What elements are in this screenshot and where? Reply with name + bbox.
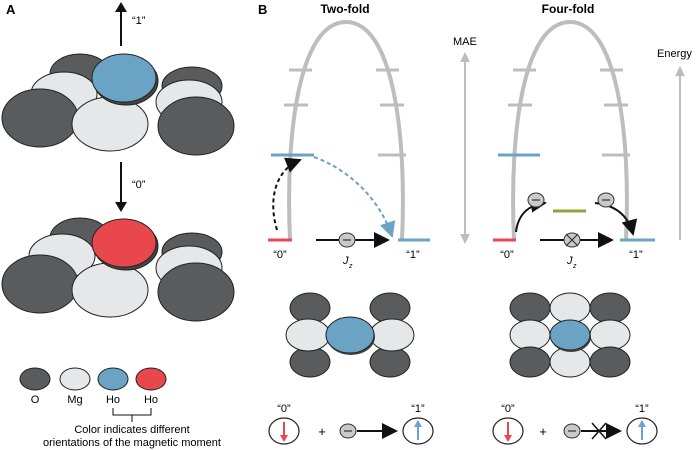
legend-mg-label: Mg — [67, 394, 82, 406]
state-0-label-a: “0” — [132, 179, 146, 191]
legend-ho-up-swatch — [97, 367, 129, 391]
legend-note-line1: Color indicates different — [74, 424, 189, 436]
state-1-label-a: “1” — [132, 15, 146, 27]
legend-ho-down-label: Ho — [144, 394, 158, 406]
four-fold-up-arrow — [515, 196, 547, 233]
legend-mg-swatch — [59, 367, 91, 391]
state-1-arrow: “1” — [115, 2, 146, 46]
two-fold-gray-levels — [284, 68, 406, 157]
mae-axis: MAE — [453, 36, 477, 244]
legend-note-line2: orientations of the magnetic moment — [43, 437, 221, 449]
four-fold-barrier-curve — [511, 19, 629, 241]
atom-legend: O Mg Ho Ho Color indicates different ori… — [19, 367, 221, 449]
legend-oxygen-label: O — [31, 394, 40, 406]
two-fold-state-1: “1” — [406, 249, 420, 261]
two-fold-state-0: “0” — [273, 249, 287, 261]
ho-atom-up — [91, 53, 157, 103]
two-fold-ho-atom — [325, 316, 375, 354]
eq-left-state-0: “0” — [277, 403, 291, 415]
four-fold-state-1: “1” — [629, 249, 643, 261]
four-fold-gray-levels — [508, 68, 630, 157]
four-fold-diagram: Four-fold “0” “1” J z — [493, 2, 655, 270]
electron-icon — [527, 192, 545, 208]
legend-oxygen-swatch — [19, 367, 51, 391]
four-fold-title: Four-fold — [542, 2, 595, 16]
legend-ho-up-label: Ho — [106, 394, 120, 406]
two-fold-excite-arrow — [272, 157, 302, 231]
legend-ho-down-swatch — [135, 367, 167, 391]
four-fold-jz-sub: z — [572, 263, 577, 270]
four-fold-lattice — [509, 292, 631, 378]
four-fold-ho-atom — [549, 319, 591, 351]
panel-b-label: B — [258, 2, 267, 17]
bottom-atom-cluster — [1, 217, 235, 322]
two-fold-barrier-curve — [287, 19, 405, 241]
two-fold-jz-sub: z — [348, 263, 353, 270]
four-fold-state-0: “0” — [500, 249, 514, 261]
electron-icon — [597, 192, 615, 208]
two-fold-equation: “0” + “1” — [268, 403, 434, 445]
eq-right-plus: + — [539, 424, 547, 439]
two-fold-lattice — [285, 292, 415, 378]
two-fold-title: Two-fold — [320, 2, 369, 16]
mae-label: MAE — [453, 36, 477, 48]
eq-left-plus: + — [318, 424, 326, 439]
eq-right-state-0: “0” — [501, 403, 515, 415]
eq-left-state-1: “1” — [411, 403, 425, 415]
blocked-cross-icon — [591, 422, 607, 440]
panel-a-label: A — [6, 2, 16, 17]
energy-axis: Energy — [657, 48, 692, 240]
top-atom-cluster — [1, 53, 235, 156]
eq-right-state-1: “1” — [635, 403, 649, 415]
four-fold-jz: J — [566, 255, 573, 267]
two-fold-relax-arrow — [313, 156, 396, 238]
blocked-electron-icon — [563, 232, 581, 248]
two-fold-diagram: Two-fold “0” “1” J z — [268, 2, 430, 270]
energy-label: Energy — [657, 48, 692, 60]
four-fold-equation: “0” + “1” — [492, 403, 658, 445]
ho-atom-down — [91, 218, 157, 268]
two-fold-jz: J — [342, 255, 349, 267]
state-0-arrow: “0” — [115, 162, 146, 212]
